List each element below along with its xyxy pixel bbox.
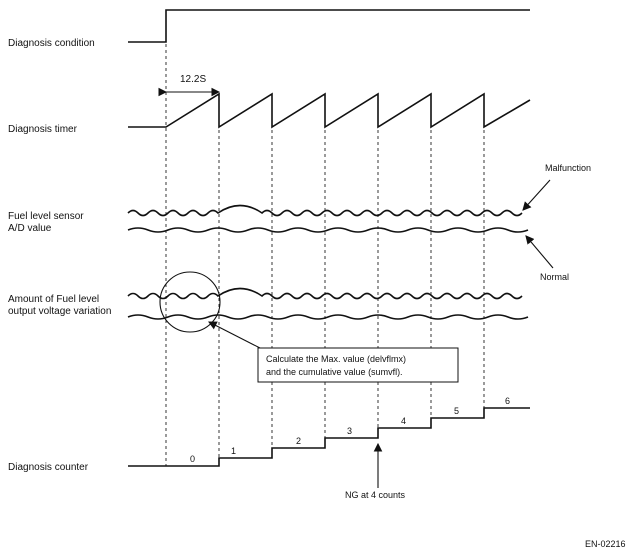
figure-code: EN-02216 [585, 539, 626, 549]
normal-label: Normal [540, 272, 569, 282]
counter-step-5: 5 [454, 406, 459, 416]
callout-line2: and the cumulative value (sumvfl). [266, 367, 403, 377]
fuel-sensor-malfunction-wave [127, 204, 523, 217]
callout-box [257, 347, 459, 383]
period-dimension: 12.2S [158, 74, 221, 97]
callout-line1: Calculate the Max. value (delvflmx) [266, 354, 406, 364]
counter-step-0: 0 [190, 454, 195, 464]
sampling-window-circle [159, 271, 221, 333]
label-variation-line2: output voltage variation [8, 306, 111, 317]
counter-step-4: 4 [401, 416, 406, 426]
label-diagnosis-timer: Diagnosis timer [8, 124, 78, 135]
counter-step-6: 6 [505, 396, 510, 406]
normal-pointer [525, 235, 554, 269]
label-diagnosis-counter: Diagnosis counter [8, 462, 89, 473]
time-markers [165, 14, 485, 466]
label-fuel-sensor-line2: A/D value [8, 223, 52, 234]
counter-step-3: 3 [347, 426, 352, 436]
diagnosis-counter-trace [128, 407, 530, 467]
label-variation-line1: Amount of Fuel level [8, 294, 99, 305]
label-fuel-sensor-line1: Fuel level sensor [8, 211, 84, 222]
ng-label: NG at 4 counts [345, 490, 406, 500]
fuel-sensor-normal-wave [127, 227, 529, 233]
counter-step-1: 1 [231, 446, 236, 456]
period-label: 12.2S [180, 74, 206, 85]
diagnosis-condition-trace [128, 9, 530, 43]
variation-upper-wave [127, 287, 523, 300]
label-diagnosis-condition: Diagnosis condition [8, 38, 95, 49]
callout-pointer [208, 321, 261, 349]
variation-lower-wave [127, 314, 529, 320]
counter-step-2: 2 [296, 436, 301, 446]
diagnosis-timer-trace [128, 92, 531, 129]
malfunction-pointer [522, 179, 551, 211]
malfunction-label: Malfunction [545, 163, 591, 173]
